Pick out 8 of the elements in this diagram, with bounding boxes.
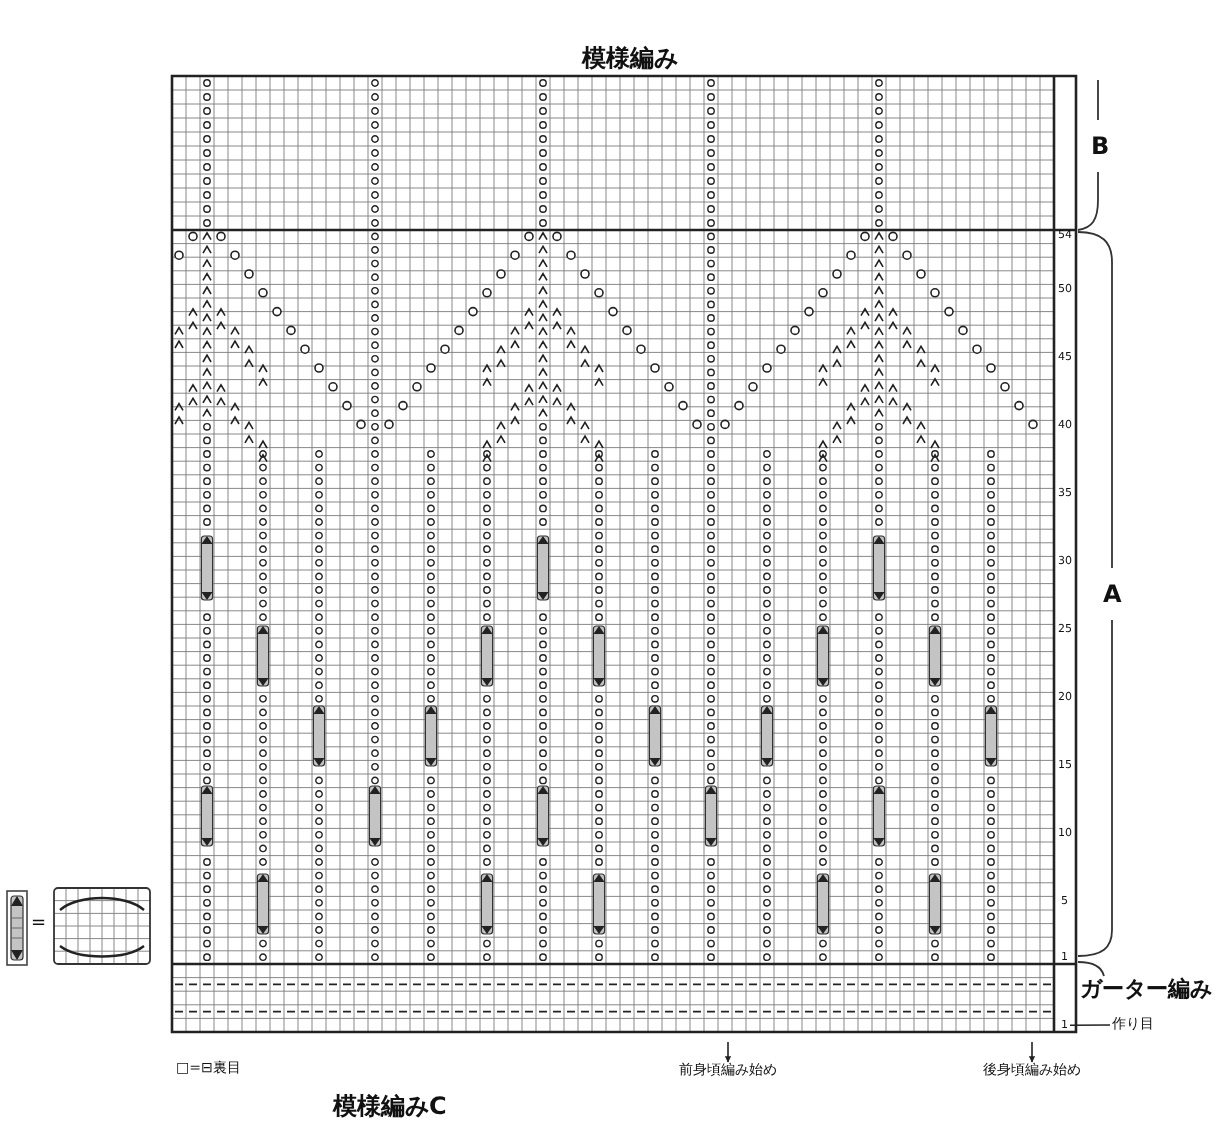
leader-line xyxy=(1069,1024,1111,1026)
chart-title: 模様編み xyxy=(582,45,678,72)
leader-line xyxy=(1028,1041,1036,1063)
section-label: ガーター編み xyxy=(1080,978,1212,1003)
equals-sign: = xyxy=(31,916,47,936)
chart-caption: 模様編みC xyxy=(333,1093,447,1120)
section-letter: B xyxy=(1091,133,1110,160)
leader-line xyxy=(724,1041,732,1063)
